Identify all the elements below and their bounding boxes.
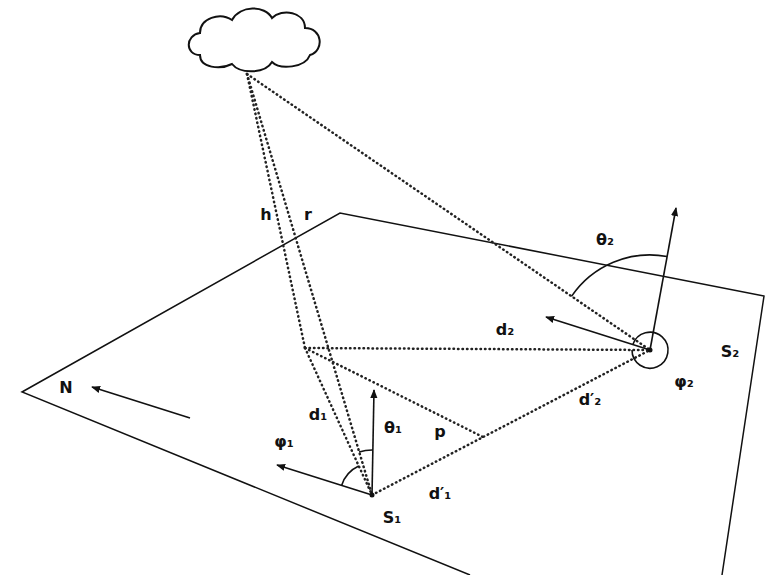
label-holder: h xyxy=(260,206,271,224)
station-point xyxy=(648,348,653,353)
label-holder: d₁ xyxy=(309,406,327,424)
math-label: φ₁ xyxy=(274,432,294,451)
label-holder: θ₁ xyxy=(384,419,402,437)
math-label: h xyxy=(260,205,271,224)
ground-plane xyxy=(22,213,764,575)
math-label: θ₂ xyxy=(596,230,614,249)
label-holder: d′₂ xyxy=(579,391,602,409)
baseline-line xyxy=(372,350,650,495)
label-holder: d₂ xyxy=(496,321,514,339)
range-line xyxy=(247,74,372,495)
math-label: d′₂ xyxy=(579,390,602,409)
north-arrow xyxy=(92,387,190,418)
math-label: S₁ xyxy=(383,508,402,527)
azimuth-arc xyxy=(342,466,359,486)
label-holder: d′₁ xyxy=(429,485,452,503)
math-label: d′₁ xyxy=(429,484,452,503)
label-holder: S₂ xyxy=(721,343,740,361)
zenith-arc xyxy=(359,450,373,452)
height-line xyxy=(247,74,305,348)
math-label: φ₂ xyxy=(674,372,694,391)
math-label: θ₁ xyxy=(384,418,402,437)
zenith-arc xyxy=(572,255,668,296)
label-holder: S₁ xyxy=(383,509,402,527)
math-label: r xyxy=(304,205,312,224)
math-label: N xyxy=(59,378,72,397)
math-label: d₁ xyxy=(309,405,327,424)
zenith-arrow xyxy=(372,390,374,495)
label-holder: p xyxy=(434,423,445,441)
label-holder: φ₁ xyxy=(274,433,294,451)
north-arrow xyxy=(546,317,650,350)
cloud-shape xyxy=(189,8,320,71)
label-holder: φ₂ xyxy=(674,373,694,391)
label-holder: r xyxy=(304,206,312,224)
station-point xyxy=(370,493,375,498)
math-label: d₂ xyxy=(496,320,514,339)
zenith-arrow xyxy=(650,208,676,350)
distance-line xyxy=(305,348,372,495)
north-arrow xyxy=(277,465,372,495)
math-label: S₂ xyxy=(721,342,740,361)
sight-line xyxy=(247,74,650,350)
label-holder: θ₂ xyxy=(596,231,614,249)
azimuth-arc xyxy=(632,332,668,368)
perpendicular-line xyxy=(305,348,483,437)
distance-line xyxy=(305,348,650,350)
label-holder: N xyxy=(59,379,72,397)
math-label: p xyxy=(434,422,445,441)
